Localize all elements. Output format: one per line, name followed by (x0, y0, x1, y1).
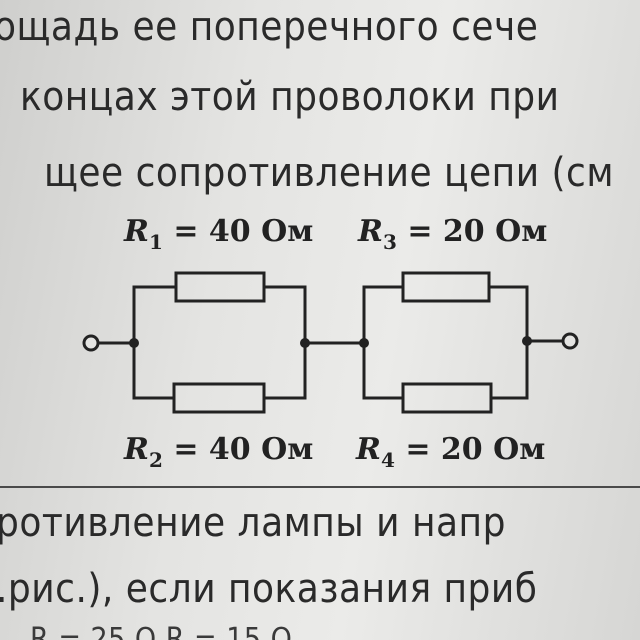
resistor-r4 (401, 382, 493, 414)
label-r4-subscript: 4 (380, 448, 395, 472)
label-r4-symbol: R (356, 432, 381, 467)
label-r3-subscript: 3 (382, 230, 397, 254)
text-line-2: концах этой проволоки при (20, 74, 560, 120)
terminal-left (82, 334, 100, 352)
text-line-5: .рис.), если показания приб (0, 566, 538, 612)
junction-node-2 (300, 338, 310, 348)
resistor-r2 (172, 382, 266, 414)
text-line-6: R = 25 О R = 15 О (30, 622, 293, 640)
label-r2-subscript: 2 (148, 448, 163, 472)
label-r3-value: = 20 Ом (407, 214, 548, 249)
terminal-right (561, 332, 579, 350)
label-r2-value: = 40 Ом (173, 432, 314, 467)
label-r2-symbol: R (124, 432, 149, 467)
label-r4: R4 = 20 Ом (356, 432, 545, 472)
text-line-1: ощадь ее поперечного сече (0, 4, 539, 50)
label-r1-value: = 40 Ом (173, 214, 314, 249)
label-r1-symbol: R (124, 214, 149, 249)
label-r1-subscript: 1 (148, 230, 163, 254)
resistor-r3 (401, 271, 491, 303)
resistor-r1 (174, 271, 266, 303)
label-r4-value: = 20 Ом (405, 432, 546, 467)
label-r2: R2 = 40 Ом (124, 432, 313, 472)
label-r3-symbol: R (358, 214, 383, 249)
label-r1: R1 = 40 Ом (124, 214, 313, 254)
junction-node-3 (359, 338, 369, 348)
text-line-3: щее сопротивление цепи (см (44, 150, 614, 196)
text-line-4: ротивление лампы и напр (0, 500, 506, 546)
section-divider (0, 486, 640, 488)
junction-node-4 (522, 336, 532, 346)
junction-node-1 (129, 338, 139, 348)
label-r3: R3 = 20 Ом (358, 214, 547, 254)
